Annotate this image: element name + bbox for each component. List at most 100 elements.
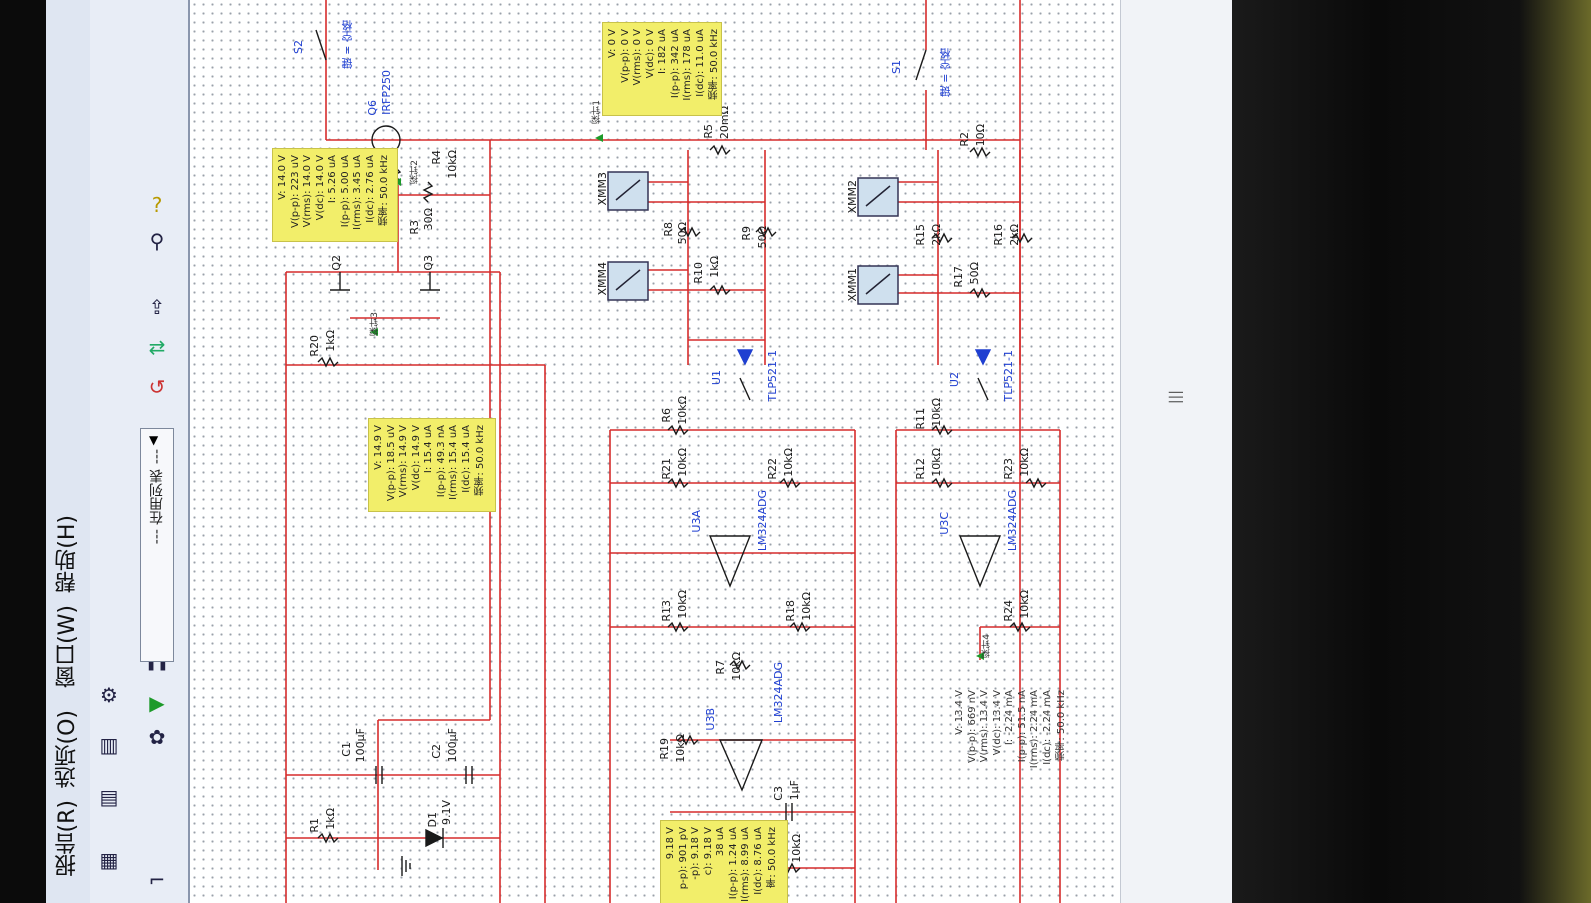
label-xmm4: XMM4	[596, 262, 609, 296]
label-r10: R10	[692, 262, 705, 284]
probe-line: I(dc): -2.24 mA	[1041, 690, 1053, 765]
probe-line: I(p-p): 5.00 uA	[339, 155, 351, 228]
label-r8: R8	[662, 222, 675, 237]
probe-line: I(rms): 15.4 uA	[448, 425, 459, 500]
probe-line: V(p-p): 18.5 uV	[385, 425, 397, 502]
label-q2: Q2	[330, 255, 343, 271]
probe-line: I(p-p): 49.3 nA	[435, 425, 447, 498]
probe-line: I: -2.24 mA	[1004, 690, 1015, 746]
label-d1-val: 9.1V	[440, 800, 453, 826]
label-r15-val: 2kΩ	[930, 224, 943, 246]
probe-line: 频率: 50.0 kHz	[1056, 690, 1067, 761]
label-q3: Q3	[422, 255, 435, 271]
label-c2: C2	[430, 744, 443, 759]
transfer-icon[interactable]: ⇪	[148, 295, 166, 319]
label-r23: R23	[1002, 458, 1015, 480]
zoom-icon[interactable]: ⚲	[149, 229, 165, 253]
probe-line: I(rms): 2.24 mA	[1029, 690, 1040, 769]
label-r11: R11	[914, 408, 927, 430]
graph-icon[interactable]: ▦	[99, 848, 119, 872]
probe-line: I: 5.26 uA	[327, 155, 338, 204]
menu-window[interactable]: 窗口(W)	[55, 605, 80, 688]
probe-line: c): 9.18 V	[702, 827, 714, 876]
pane-splitter[interactable]: |||	[1168, 390, 1184, 405]
probe-line: I(p-p): 51.5 nA	[1016, 690, 1028, 763]
label-r1: R1	[308, 818, 321, 833]
probe-line: V: 14.9 V	[373, 425, 384, 470]
probe-line: I(rms): 3.45 uA	[352, 155, 363, 230]
label-r16-val: 2kΩ	[1008, 224, 1021, 246]
multisim-window: 报告(R) 选项(O) 窗口(W) 帮助(H) ▦ ▤ ▥ ⚙ ⌐ ✿ ▶ ❚❚…	[46, 0, 1232, 903]
label-r14-val: 10kΩ	[790, 834, 803, 863]
label-s2: S2	[292, 40, 305, 54]
label-r5: R5	[702, 124, 715, 139]
probe-line: V(rms): 0 V	[632, 29, 643, 86]
label-d1: D1	[426, 812, 439, 828]
label-c2-val: 100µF	[446, 728, 459, 763]
probe-line: I(dc): 2.76 uA	[364, 155, 376, 223]
step-icon[interactable]: ⌐	[148, 868, 166, 892]
label-q6-part: IRFP250	[380, 70, 393, 115]
toolbar: ▦ ▤ ▥ ⚙ ⌐ ✿ ▶ ❚❚ ■ ▼ --- 在用列表 --- ↺ ⇄ ⇪ …	[90, 0, 190, 903]
label-r20: R20	[308, 335, 321, 357]
label-u3a: U3A	[690, 510, 703, 533]
menu-help[interactable]: 帮助(H)	[55, 515, 80, 593]
label-r2-val: 10Ω	[974, 124, 987, 147]
probe-line: I(rms): 178 uA	[682, 29, 693, 101]
simulate-settings-icon[interactable]: ✿	[148, 725, 166, 749]
probe-line: V: 0 V	[607, 29, 618, 58]
probe-tag-pr4: 探针4	[982, 634, 992, 658]
probe-line: I(rms): 8.99 uA	[740, 827, 751, 902]
label-r3-val: 30Ω	[422, 208, 435, 231]
run-button[interactable]: ▶	[149, 691, 165, 715]
menu-bar: 报告(R) 选项(O) 窗口(W) 帮助(H)	[46, 0, 91, 903]
monitor-bezel-left	[0, 0, 46, 903]
ground-symbol	[401, 856, 411, 876]
label-r9: R9	[740, 226, 753, 241]
probe-line: 频率: 50.0 kHz	[475, 425, 486, 496]
probe-line: V(p-p): 0 V	[619, 29, 631, 83]
menu-report[interactable]: 报告(R)	[55, 800, 80, 877]
probe-line: V(p-p): 669 nV	[966, 690, 978, 763]
label-c1-val: 100µF	[354, 728, 367, 763]
probe-line: I: 182 uA	[657, 29, 668, 74]
in-use-list-combo[interactable]: ▼ --- 在用列表 ---	[140, 428, 174, 662]
label-s1: S1	[890, 60, 903, 74]
probe-line: 率: 50.0 kHz	[767, 827, 778, 888]
label-q6: Q6	[366, 100, 379, 116]
probe-line: I(dc): 8.76 uA	[752, 827, 764, 895]
label-u3b-part: LM324ADG	[772, 662, 785, 724]
label-r17: R17	[952, 266, 965, 288]
probe-tag-pr1: 探针1	[592, 100, 602, 124]
probe-line: V(rms): 14.9 V	[398, 425, 409, 498]
label-u2-part: TLP521-1	[1002, 350, 1015, 402]
label-r4-val: 10kΩ	[446, 150, 459, 179]
label-u3c-part: LM324ADG	[1006, 490, 1019, 552]
label-r11-val: 10kΩ	[930, 398, 943, 427]
label-r10-val: 1kΩ	[708, 256, 721, 278]
electrical-rules-icon[interactable]: ⚙	[100, 683, 118, 707]
schematic-drawing	[285, 0, 1061, 903]
label-r12-val: 10kΩ	[930, 448, 943, 477]
probe-line: 38 uA	[715, 827, 726, 857]
label-r18-val: 10kΩ	[800, 592, 813, 621]
menu-options[interactable]: 选项(O)	[55, 710, 80, 789]
label-s2-key: 键 = 空格	[341, 20, 354, 70]
label-r9-val: 50Ω	[756, 226, 769, 249]
help-icon[interactable]: ?	[151, 193, 163, 217]
probe-tag-pr3: 探针3	[370, 312, 380, 336]
probe-line: V(dc): 13.4 V	[991, 690, 1003, 756]
monitor-frame-right	[1232, 0, 1591, 903]
back-annotate-icon[interactable]: ↺	[148, 375, 166, 399]
forward-annotate-icon[interactable]: ⇄	[148, 335, 166, 359]
postprocess-icon[interactable]: ▥	[99, 733, 119, 757]
bom-icon[interactable]: ▤	[99, 785, 119, 809]
component-symbols	[315, 29, 1047, 874]
multimeters[interactable]	[607, 171, 899, 305]
